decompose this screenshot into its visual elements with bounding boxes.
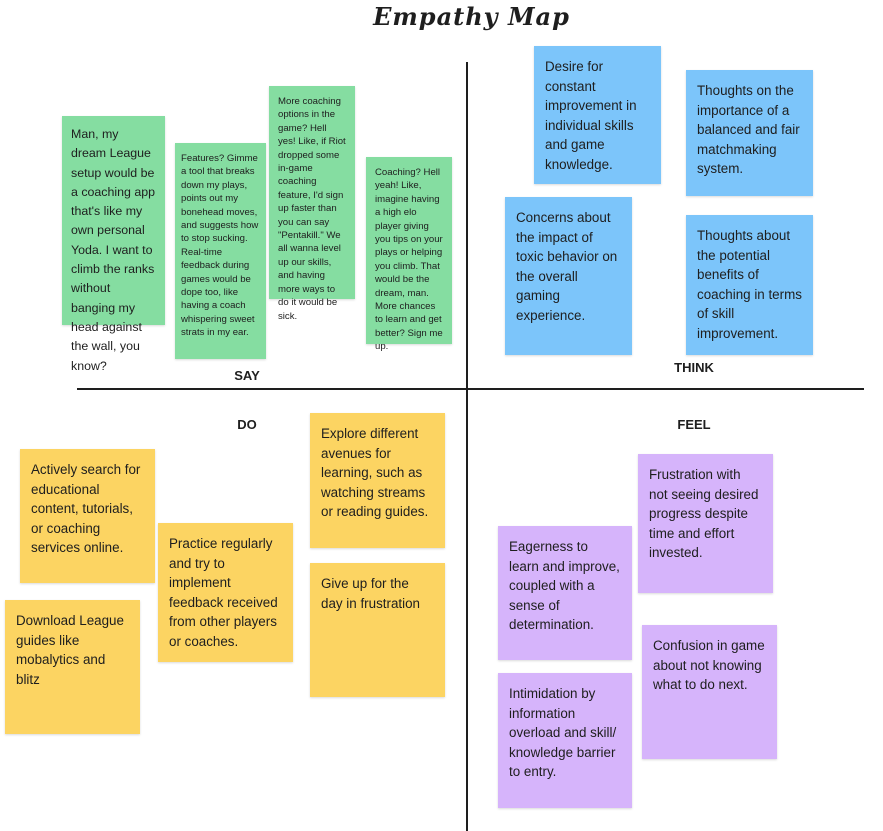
quadrant-label-feel: FEEL [677, 417, 711, 432]
quadrant-label-do: DO [237, 417, 257, 432]
say-sticky-note[interactable]: Man, my dream League setup would be a co… [62, 116, 165, 373]
feel-sticky-note[interactable]: Frustration with not seeing desired prog… [638, 454, 773, 593]
vertical-axis-divider [466, 62, 468, 831]
do-sticky-note[interactable]: Actively search for educational content,… [20, 449, 155, 583]
do-sticky-note[interactable]: Give up for the day in frustration [310, 563, 445, 697]
quadrant-label-say: SAY [234, 368, 260, 383]
say-sticky-note[interactable]: More coaching options in the game? Hell … [269, 86, 355, 322]
think-sticky-note[interactable]: Thoughts about the potential benefits of… [686, 215, 813, 355]
do-sticky-note[interactable]: Download League guides like mobalytics a… [5, 600, 140, 734]
think-sticky-note[interactable]: Desire for constant improvement in indiv… [534, 46, 661, 184]
think-sticky-note[interactable]: Concerns about the impact of toxic behav… [505, 197, 632, 355]
do-sticky-note[interactable]: Explore different avenues for learning, … [310, 413, 445, 548]
feel-sticky-note[interactable]: Eagerness to learn and improve, coupled … [498, 526, 632, 660]
think-sticky-note[interactable]: Thoughts on the importance of a balanced… [686, 70, 813, 196]
page-title: Empathy Map [373, 2, 570, 31]
feel-sticky-note[interactable]: Confusion in game about not knowing what… [642, 625, 777, 759]
do-sticky-note[interactable]: Practice regularly and try to implement … [158, 523, 293, 662]
say-sticky-note[interactable]: Features? Gimme a tool that breaks down … [175, 143, 266, 359]
quadrant-label-think: THINK [674, 360, 714, 375]
feel-sticky-note[interactable]: Intimidation by information overload and… [498, 673, 632, 808]
horizontal-axis-divider [77, 388, 864, 390]
say-sticky-note[interactable]: Coaching? Hell yeah! Like, imagine havin… [366, 157, 452, 352]
